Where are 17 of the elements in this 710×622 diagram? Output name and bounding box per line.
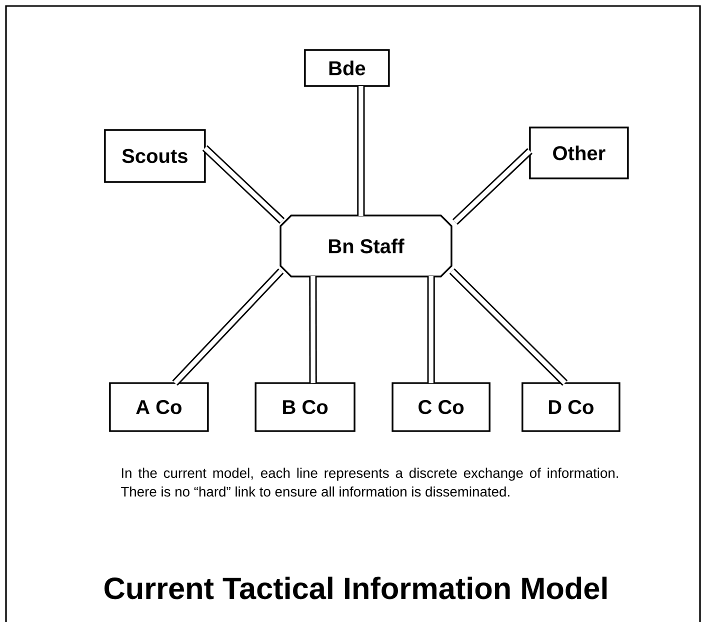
unit-box: Bde [304, 49, 390, 87]
unit-box: C Co [392, 382, 490, 432]
unit-box: Other [529, 126, 629, 180]
unit-box: B Co [254, 382, 356, 432]
unit-box: Scouts [104, 129, 206, 183]
double-line [452, 148, 532, 225]
double-line [172, 268, 284, 386]
unit-box: A Co [109, 382, 209, 432]
unit-box: D Co [522, 382, 620, 432]
note-text: In the current model, each line represents a discrete exchange of information. There is no “hard” link to ensure all information is disseminated. [120, 468, 618, 497]
hub-box: Bn Staff [280, 214, 452, 278]
double-line [202, 145, 285, 224]
double-line [449, 268, 568, 386]
double-line [309, 276, 317, 384]
double-line [357, 86, 365, 216]
title: Current Tactical Information Model [104, 576, 607, 600]
double-line [427, 276, 435, 384]
